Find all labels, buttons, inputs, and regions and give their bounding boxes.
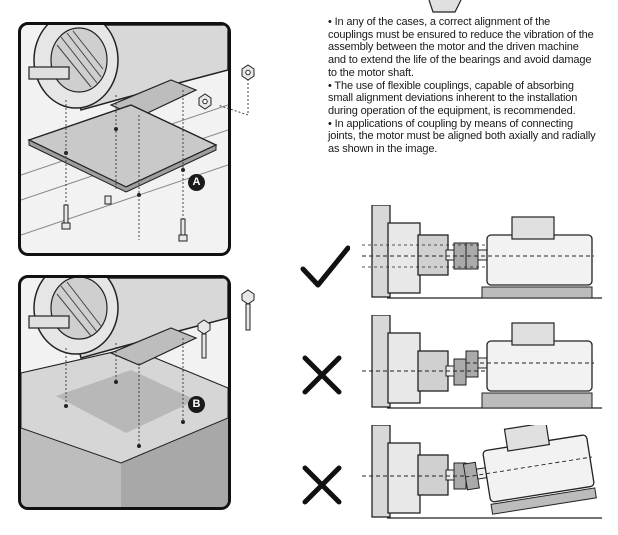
cross-icon (302, 465, 342, 505)
mounting-illustration-a (21, 25, 228, 242)
mounting-illustration-b (21, 278, 228, 507)
cropped-part-top (428, 0, 462, 13)
pump-motor-angular (362, 425, 602, 519)
alignment-instructions: In any of the cases, a correct alignment… (328, 16, 596, 156)
instruction-bullet-2: The use of flexible couplings, capable o… (328, 80, 596, 118)
alignment-example-radial-offset (300, 315, 602, 410)
panel-b-exploded-parts (197, 289, 255, 359)
check-icon (300, 245, 350, 288)
mounting-figure-b: B (18, 275, 231, 510)
pump-motor-offset (362, 315, 602, 409)
panel-a-exploded-parts (198, 64, 255, 116)
callout-b-badge: B (188, 396, 205, 413)
alignment-example-angular (300, 425, 602, 520)
instruction-bullet-1: In any of the cases, a correct alignment… (328, 16, 596, 80)
alignment-example-correct (300, 205, 602, 300)
cross-icon (302, 355, 342, 395)
mounting-figure-a: A (18, 22, 231, 256)
instruction-bullet-3: In applications of coupling by means of … (328, 118, 596, 156)
pump-motor-aligned (362, 205, 602, 299)
callout-a-badge: A (188, 174, 205, 191)
